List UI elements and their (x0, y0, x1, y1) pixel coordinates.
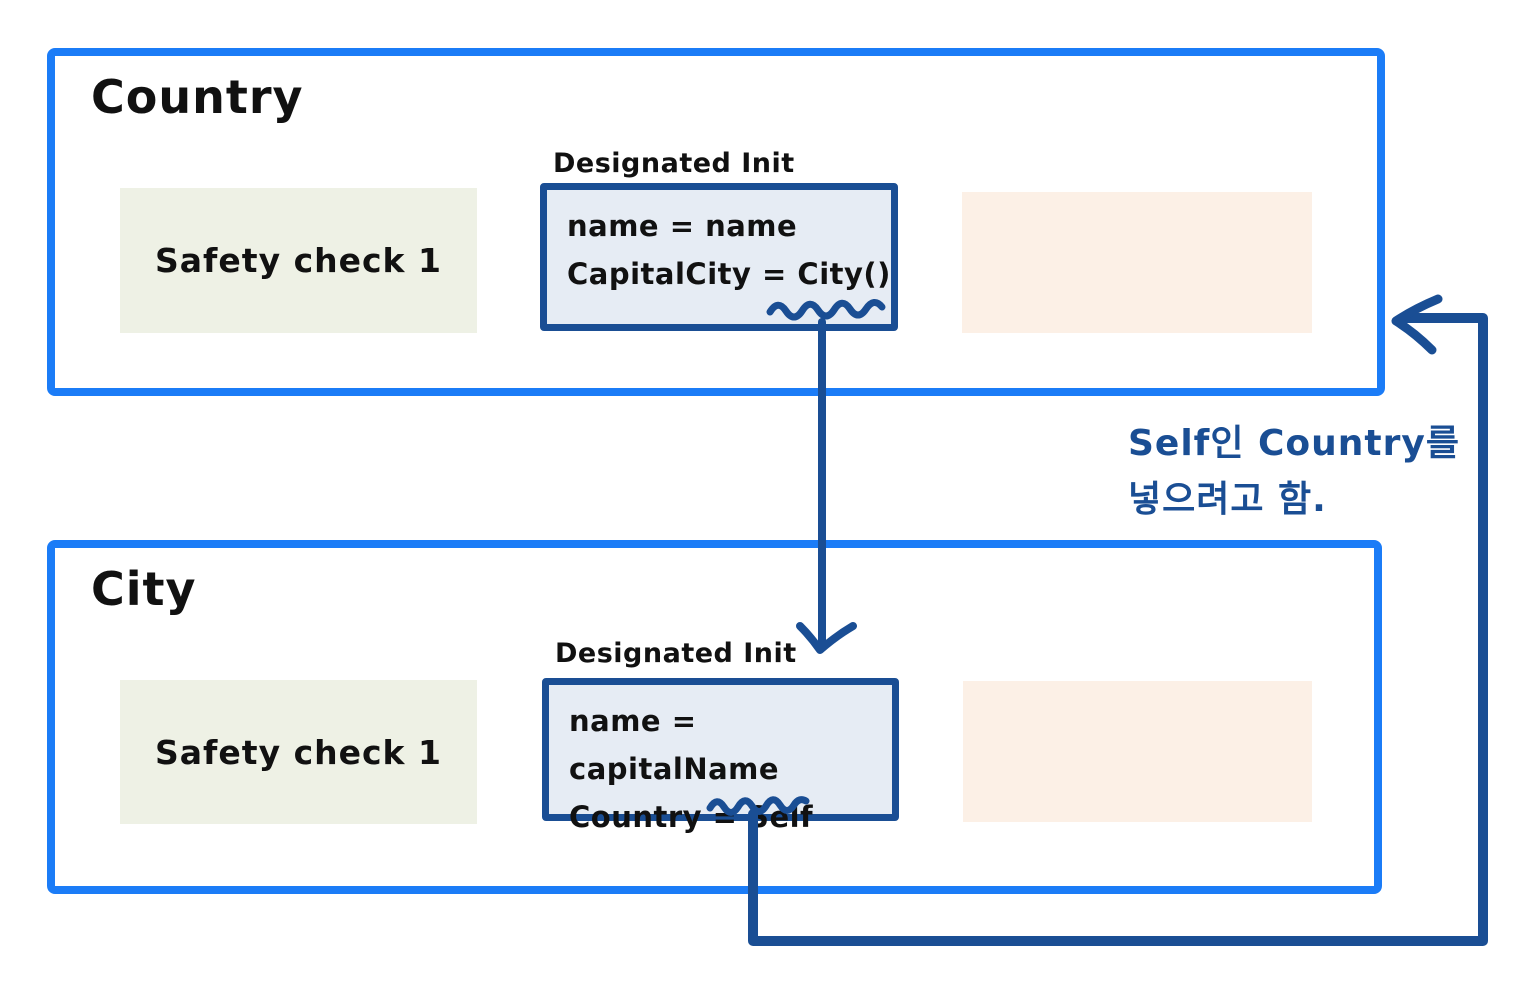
city-init-line-1: name = capitalName (569, 704, 780, 786)
annotation-line-2: 넣으려고 함. (1128, 479, 1327, 520)
country-designated-init-label: Designated Init (553, 148, 795, 179)
city-phase-2-box (963, 681, 1312, 822)
city-safety-check-box: Safety check 1 (120, 680, 477, 824)
city-designated-init-label: Designated Init (555, 638, 797, 669)
country-init-line-2: CapitalCity = City() (567, 257, 891, 291)
country-phase-2-box (962, 192, 1312, 333)
city-title: City (91, 562, 197, 616)
country-init-line-1: name = name (567, 209, 798, 243)
city-designated-init-box: name = capitalName Country = Self (542, 678, 899, 834)
city-safety-check-label: Safety check 1 (155, 732, 442, 772)
country-safety-check-label: Safety check 1 (155, 241, 442, 280)
country-title: Country (91, 70, 304, 124)
annotation-line-1: Self인 Country를 (1128, 423, 1460, 464)
country-class-box: Country Safety check 1 Designated Init n… (47, 48, 1385, 396)
country-safety-check-box: Safety check 1 (120, 188, 477, 333)
city-init-line-2: Country = Self (569, 800, 814, 834)
city-class-box: City Safety check 1 Designated Init name… (47, 540, 1382, 894)
self-reference-arrowhead-icon (1391, 294, 1443, 355)
annotation-note: Self인 Country를 넣으려고 함. (1128, 416, 1460, 528)
country-designated-init-box: name = name CapitalCity = City() (540, 183, 898, 331)
